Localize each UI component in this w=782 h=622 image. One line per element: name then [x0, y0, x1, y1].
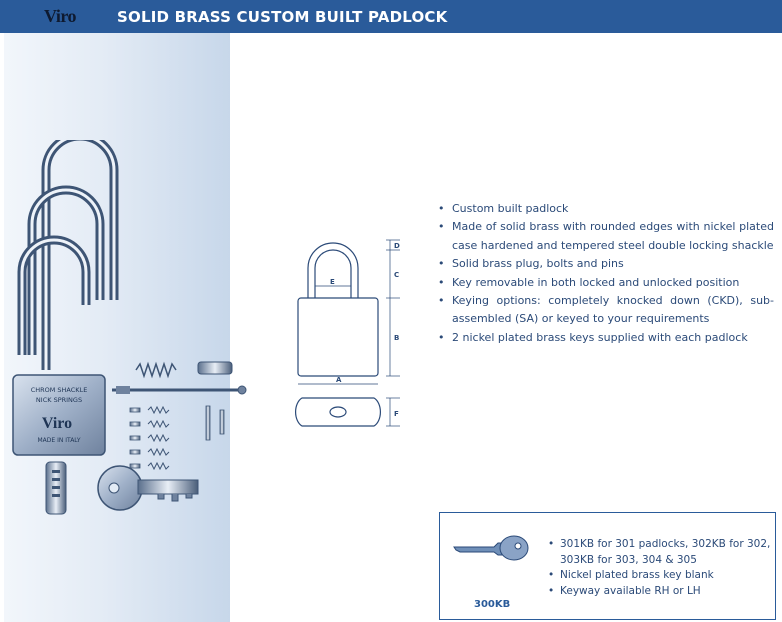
product-photo: CHROM SHACKLE NICK SPRINGS Viro MADE IN … [12, 140, 247, 515]
dimension-diagram: D C E B A F [294, 239, 400, 427]
photo-brand: Viro [42, 415, 72, 432]
dim-label-c: C [394, 271, 399, 279]
bolt-part [197, 361, 233, 375]
page-title: SOLID BRASS CUSTOM BUILT PADLOCK [117, 8, 448, 26]
key-blank-item: Keyway available RH or LH [548, 584, 772, 600]
diagram-bottom-view [294, 397, 382, 427]
feature-item: Key removable in both locked and unlocke… [438, 274, 774, 293]
pin-springs [147, 405, 170, 471]
key-blank-code: 300KB [474, 599, 511, 610]
feature-item: 2 nickel plated brass keys supplied with… [438, 329, 774, 348]
photo-text-springs: NICK SPRINGS [36, 396, 82, 404]
pin-parts [129, 405, 225, 469]
key-blank-image [453, 535, 529, 561]
dim-label-b: B [394, 334, 399, 342]
key-photo [97, 465, 199, 511]
feature-item: Solid brass plug, bolts and pins [438, 255, 774, 274]
feature-item: Made of solid brass with rounded edges w… [438, 218, 774, 255]
shackle-large-highlight [44, 140, 116, 370]
feature-item: Custom built padlock [438, 200, 774, 219]
header-bar: Viro SOLID BRASS CUSTOM BUILT PADLOCK [0, 0, 782, 33]
photo-text-shackle: CHROM SHACKLE [31, 386, 88, 394]
key-blank-list: 301KB for 301 padlocks, 302KB for 302, 3… [548, 537, 772, 599]
feature-item: Keying options: completely knocked down … [438, 292, 774, 329]
screw-part [112, 385, 247, 395]
photo-made-in: MADE IN ITALY [37, 437, 80, 444]
feature-list: Custom built padlock Made of solid brass… [438, 200, 774, 348]
dim-label-e: E [330, 278, 335, 286]
dim-label-d: D [394, 242, 400, 250]
diagram-body [297, 297, 379, 377]
spring-part [135, 361, 177, 379]
brand-logo: Viro [44, 6, 77, 26]
diagram-shackle [307, 242, 359, 298]
key-blank-box: 300KB 301KB for 301 padlocks, 302KB for … [439, 512, 776, 620]
padlock-body [12, 374, 106, 456]
key-blank-item: 301KB for 301 padlocks, 302KB for 302, 3… [548, 537, 772, 568]
dim-label-f: F [394, 410, 399, 418]
dim-label-a: A [336, 376, 342, 384]
key-blank-item: Nickel plated brass key blank [548, 568, 772, 584]
